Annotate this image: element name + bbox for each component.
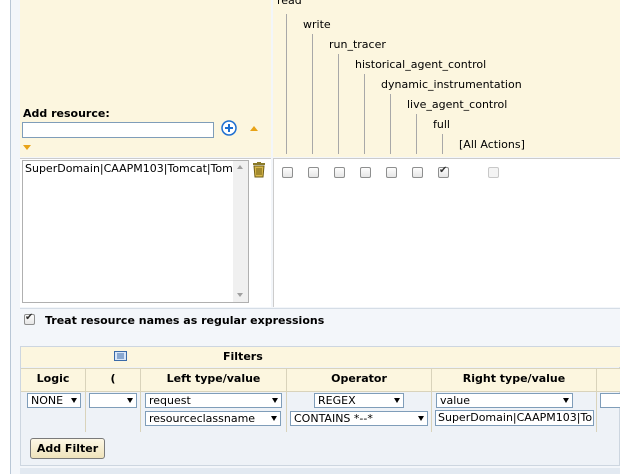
perm-level-full: full [433, 118, 450, 131]
filter-list-icon[interactable] [114, 351, 127, 361]
perm-checkbox-dynamic-instrumentation[interactable] [386, 167, 397, 178]
col-header-paren: ( [110, 372, 116, 385]
perm-level-all-actions: [All Actions] [459, 138, 525, 151]
plus-circle-icon[interactable] [221, 120, 237, 136]
right-value-input[interactable]: SuperDomain|CAAPM103|Tomcat [435, 410, 594, 426]
resource-listbox[interactable] [22, 160, 249, 303]
regex-option-row [20, 308, 620, 339]
perm-level-write: write [303, 18, 331, 31]
perm-level-dynamic-instrumentation: dynamic_instrumentation [381, 78, 522, 91]
scroll-up-arrow-icon[interactable] [237, 165, 243, 169]
right-type-select[interactable]: value [436, 393, 573, 408]
resource-list-item[interactable]: SuperDomain|CAAPM103|Tomcat|Tomcat Agent… [25, 162, 233, 175]
add-resource-label: Add resource: [23, 107, 110, 120]
perm-checkbox-write[interactable] [308, 167, 319, 178]
permission-checkbox-area [273, 158, 620, 307]
col-header-logic: Logic [36, 372, 70, 385]
bottom-strip [20, 468, 620, 474]
operator-value-select[interactable]: CONTAINS *--* [290, 411, 428, 426]
add-filter-button[interactable]: Add Filter [30, 438, 105, 459]
sort-up-icon[interactable] [250, 126, 258, 131]
left-type-select[interactable]: request [145, 393, 282, 408]
trash-icon[interactable] [252, 162, 266, 178]
filters-title: Filters [223, 350, 263, 363]
perm-checkbox-read[interactable] [282, 167, 293, 178]
perm-checkbox-historical-agent-control[interactable] [360, 167, 371, 178]
scroll-down-arrow-icon[interactable] [237, 293, 243, 297]
paren-select[interactable] [89, 393, 137, 408]
perm-checkbox-live-agent-control[interactable] [412, 167, 423, 178]
col-header-left: Left type/value [166, 372, 261, 385]
perm-level-live-agent-control: live_agent_control [407, 98, 508, 111]
left-value-select[interactable]: resourceclassname [145, 411, 281, 426]
perm-checkbox-all-actions [488, 167, 499, 178]
perm-level-run-tracer: run_tracer [329, 38, 386, 51]
operator-type-select[interactable]: REGEX [314, 393, 404, 408]
extra-column-select[interactable] [600, 393, 620, 408]
col-header-operator: Operator [331, 372, 387, 385]
sort-down-icon[interactable] [23, 145, 31, 150]
logic-select[interactable]: NONE [27, 393, 81, 408]
col-header-right: Right type/value [462, 372, 566, 385]
filters-header [21, 347, 620, 367]
regex-label: Treat resource names as regular expressi… [45, 314, 325, 327]
regex-checkbox[interactable] [24, 312, 35, 325]
filters-column-header-row [21, 368, 620, 392]
permissions-header: read write run_tracer historical_agent_c… [273, 0, 620, 157]
perm-checkbox-run-tracer[interactable] [334, 167, 345, 178]
resource-list-scrollbar[interactable] [233, 161, 248, 302]
add-resource-input[interactable] [22, 122, 214, 138]
perm-level-read: read [277, 0, 302, 7]
perm-checkbox-full[interactable] [438, 165, 449, 178]
perm-level-historical-agent-control: historical_agent_control [355, 58, 487, 71]
